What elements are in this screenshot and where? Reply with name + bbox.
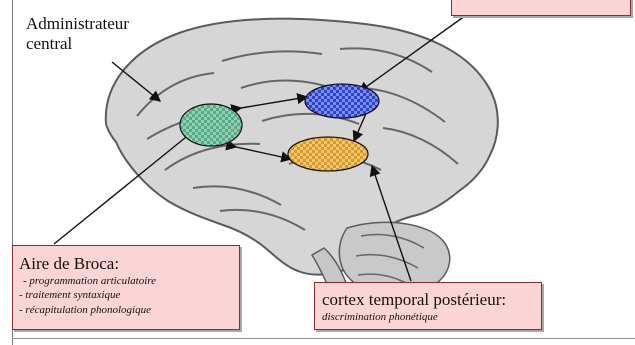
parietal-area <box>305 84 379 118</box>
temporal-area <box>288 137 368 171</box>
top-partial-box <box>451 0 631 16</box>
broca-detail-1: - programmation articulatoire <box>19 274 239 289</box>
administrateur-central-label: Administrateur central <box>26 14 129 53</box>
temporal-box: cortex temporal postérieur: discriminati… <box>314 282 542 330</box>
broca-box: Aire de Broca: - programmation articulat… <box>12 245 240 330</box>
broca-title: Aire de Broca: <box>19 254 239 274</box>
temporal-subtitle: discrimination phonétique <box>322 310 541 325</box>
broca-detail-2: - traitement syntaxique <box>19 288 239 303</box>
broca-area <box>180 104 242 146</box>
broca-detail-3: - récapitulation phonologique <box>19 303 239 318</box>
temporal-title: cortex temporal postérieur: <box>322 290 541 310</box>
